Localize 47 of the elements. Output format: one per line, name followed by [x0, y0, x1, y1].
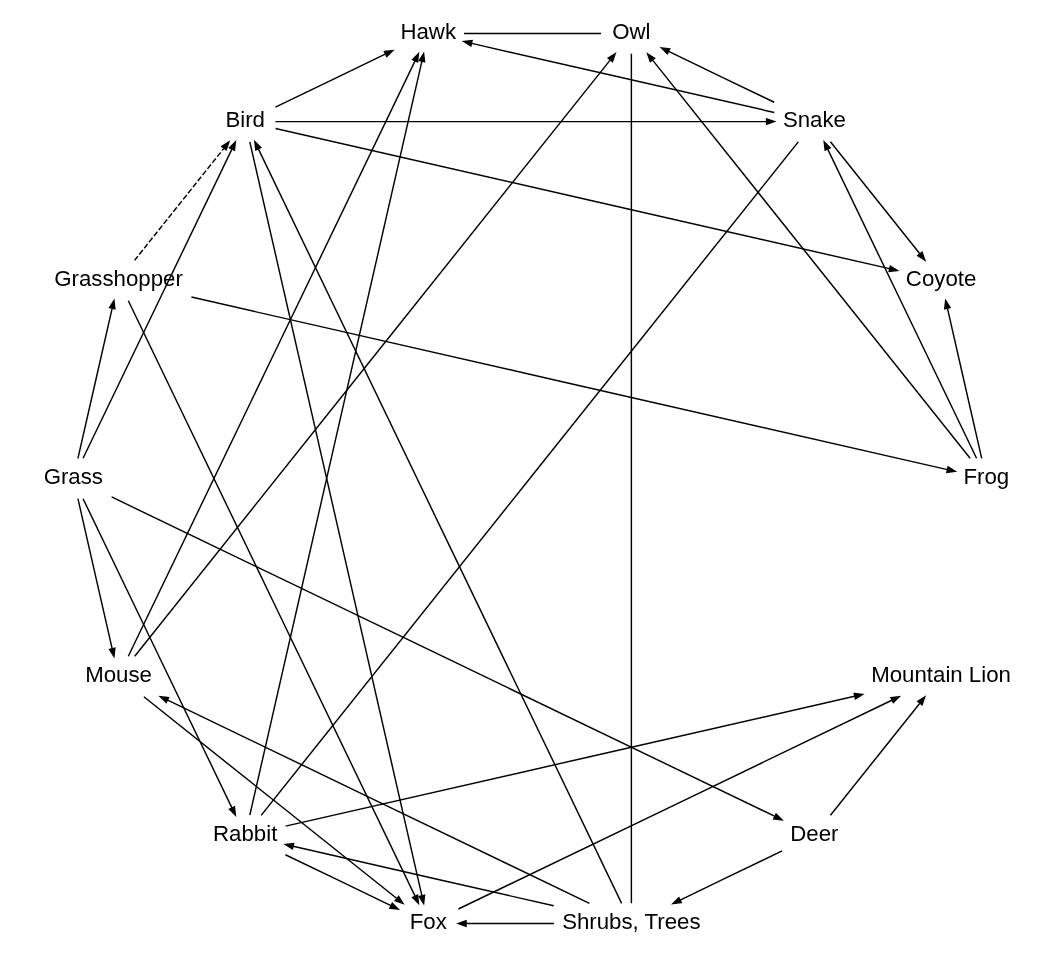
node-text: Frog: [962, 463, 1009, 489]
connector: [462, 32, 602, 34]
arrow: [253, 139, 622, 904]
arrow: [81, 497, 236, 817]
arrow: [284, 853, 400, 910]
node-text: Coyote: [905, 265, 976, 291]
arrow: [190, 295, 957, 473]
arrow: [457, 695, 901, 910]
arrow: [829, 694, 926, 816]
arrow: [455, 919, 555, 927]
arrow: [142, 695, 405, 905]
node-text: Owl: [611, 18, 651, 44]
arrow: [127, 51, 419, 657]
node-text: Rabbit: [212, 820, 277, 846]
arrow: [274, 127, 899, 272]
node-text: Grass: [43, 463, 103, 489]
arrow: [76, 497, 116, 659]
arrow: [284, 692, 865, 827]
arrow: [248, 51, 425, 816]
arrow: [461, 39, 775, 113]
node-text: Hawk: [399, 18, 456, 44]
arrow: [133, 51, 617, 657]
arrow: [157, 695, 590, 904]
arrow: [248, 140, 425, 905]
arrow: [274, 49, 395, 108]
arrow: [274, 117, 777, 125]
node-text: Bird: [224, 106, 265, 132]
arrow: [822, 139, 977, 459]
arrow: [133, 139, 230, 261]
arrow: [76, 297, 116, 459]
arrow: [829, 140, 926, 262]
arrow: [127, 299, 419, 905]
arrow: [943, 297, 982, 459]
connector: [259, 140, 799, 816]
arrow: [645, 51, 971, 459]
arrow: [81, 139, 236, 459]
node-text: Mouse: [84, 661, 152, 687]
node-text: Shrubs, Trees: [561, 908, 701, 934]
node-text: Mountain Lion: [870, 661, 1011, 687]
arrow: [670, 849, 783, 904]
arrow: [282, 842, 554, 907]
connector: [630, 52, 632, 904]
node-text: Fox: [409, 908, 447, 934]
node-text: Deer: [789, 820, 839, 846]
node-text: Snake: [782, 106, 846, 132]
arrow: [659, 46, 775, 103]
arrow: [110, 495, 784, 821]
